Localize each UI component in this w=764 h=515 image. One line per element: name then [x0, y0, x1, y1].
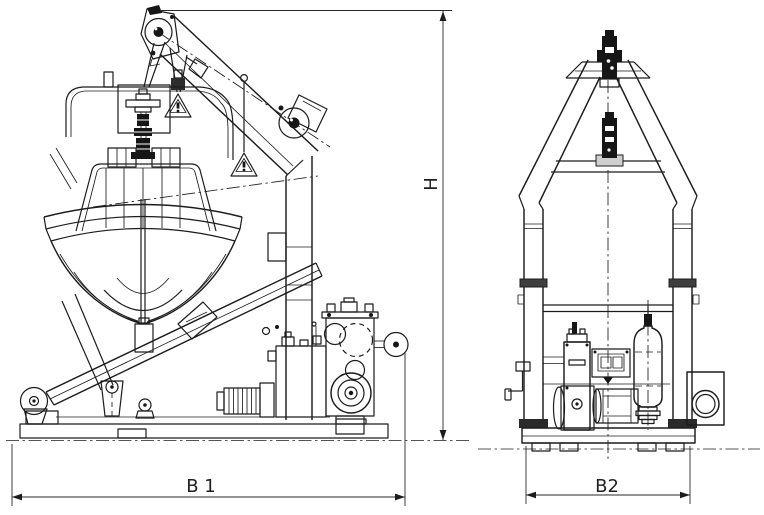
- control-panel: [591, 348, 631, 384]
- apex-sheave: [597, 30, 622, 79]
- front-elevation-view: [19, 5, 409, 439]
- hull: [43, 199, 243, 353]
- winch-drum: [330, 372, 372, 414]
- dimension-b2-label: B2: [595, 476, 619, 497]
- cradle-trackway: [19, 232, 323, 425]
- middle-sheave: [595, 112, 624, 167]
- dimension-b2: B2: [525, 446, 691, 504]
- dimension-h-label: H: [421, 177, 442, 191]
- tilt-axis-centerline: [92, 175, 319, 208]
- release-hook-stack: [131, 112, 155, 159]
- a-frame-legs: [517, 59, 700, 428]
- dimension-h: H: [160, 10, 452, 440]
- front-base-frame: [19, 410, 389, 439]
- winch: [321, 297, 409, 435]
- deck-machinery: [504, 300, 725, 431]
- accumulator-bottle: [633, 300, 663, 430]
- boom-tip-sheave: [278, 94, 328, 139]
- track-roller: [19, 386, 49, 416]
- hand-crank: [504, 361, 531, 401]
- railing: [75, 163, 217, 232]
- davit-post: [285, 156, 322, 420]
- electric-motor: [216, 382, 275, 418]
- blower-box: [686, 371, 725, 426]
- side-elevation-view: [504, 30, 725, 462]
- rope-drum: [592, 388, 639, 424]
- lifeboat: [43, 71, 243, 353]
- dimension-b1-label: B 1: [186, 476, 216, 497]
- side-base-frame: [521, 427, 696, 452]
- handwheel: [383, 331, 409, 358]
- winch-gear-unit: [552, 322, 595, 431]
- dimension-b1: B 1: [11, 352, 406, 506]
- deck-boxes: [107, 147, 181, 168]
